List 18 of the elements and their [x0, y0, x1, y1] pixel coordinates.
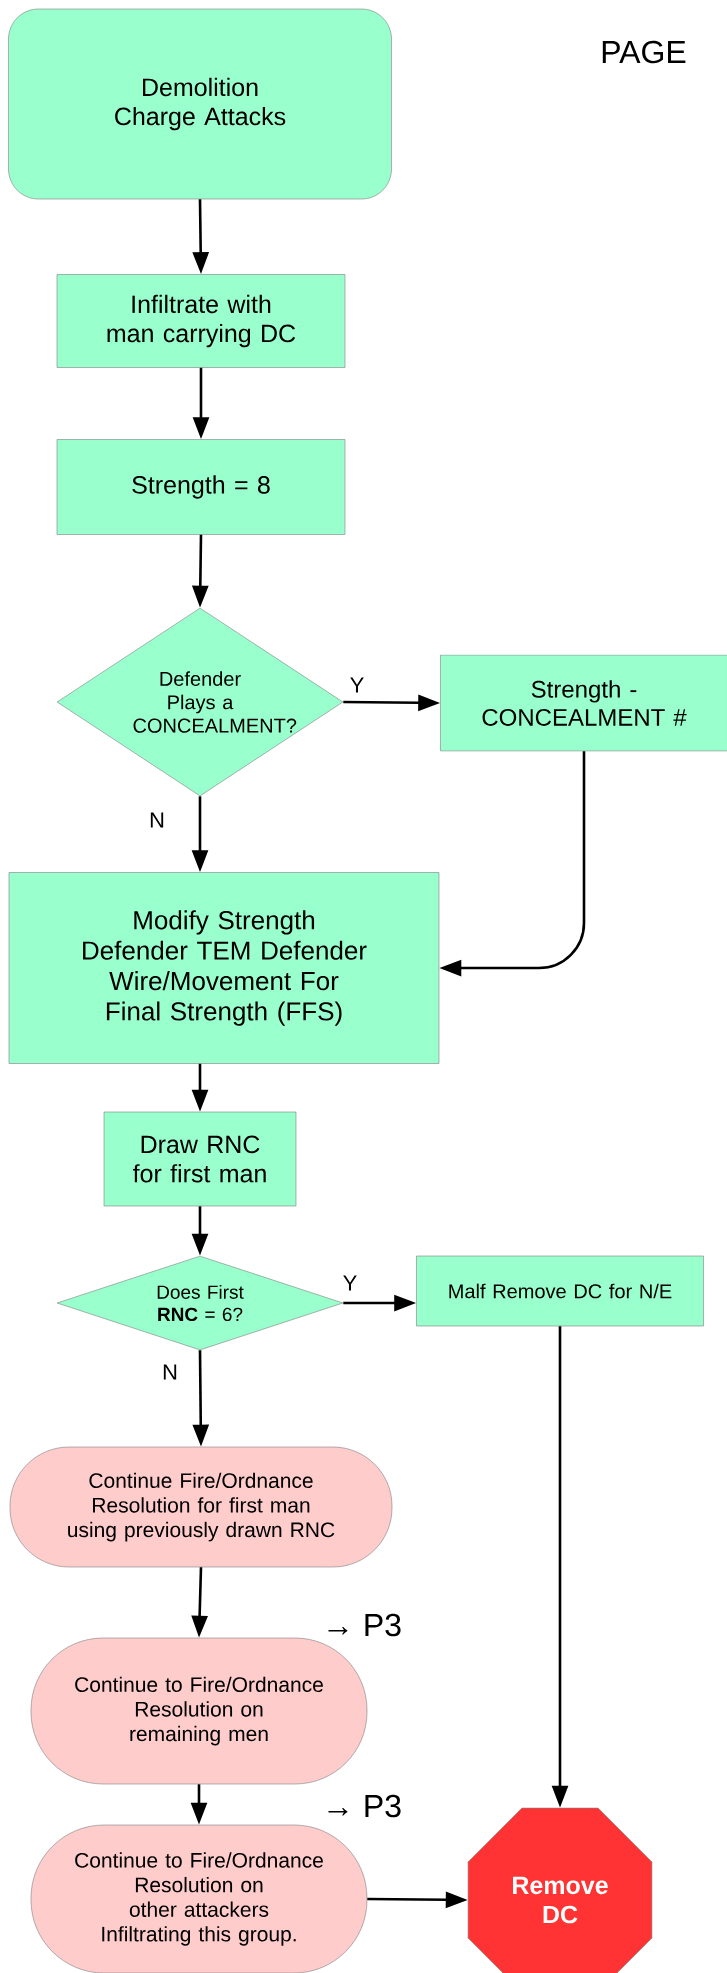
process-box: Malf Remove DC for N/E	[416, 1255, 704, 1327]
edge-label: N	[148, 811, 166, 829]
terminal-pill: Continue Fire/Ordnance Resolution for first man using previously drawn RNC	[9, 1446, 393, 1568]
process-box: Strength = 8	[56, 439, 346, 535]
process-box: Strength - CONCEALMENT #	[440, 654, 727, 752]
page-title: PAGE	[602, 40, 686, 64]
process-box: Infiltrate with man carrying DC	[56, 274, 346, 368]
terminal-pill: Continue to Fire/Ordnance Resolution on other attackers Infiltrating this group.	[30, 1824, 368, 1973]
stop-octagon: Remove DC	[467, 1807, 653, 1973]
process-box: Draw RNC for first man	[103, 1111, 297, 1207]
terminal-box: Demolition Charge Attacks	[8, 8, 392, 200]
process-box: Modify Strength Defender TEM Defender Wire/Movement For Final Strength (FFS)	[8, 872, 440, 1064]
edge-label: N	[161, 1363, 179, 1381]
terminal-pill: Continue to Fire/Ordnance Resolution on remaining men	[30, 1637, 368, 1785]
edge-label: Y	[341, 1274, 359, 1292]
page-reference: → P3	[328, 1794, 401, 1818]
edge-label: Y	[348, 676, 366, 694]
page-reference: → P3	[328, 1613, 401, 1637]
